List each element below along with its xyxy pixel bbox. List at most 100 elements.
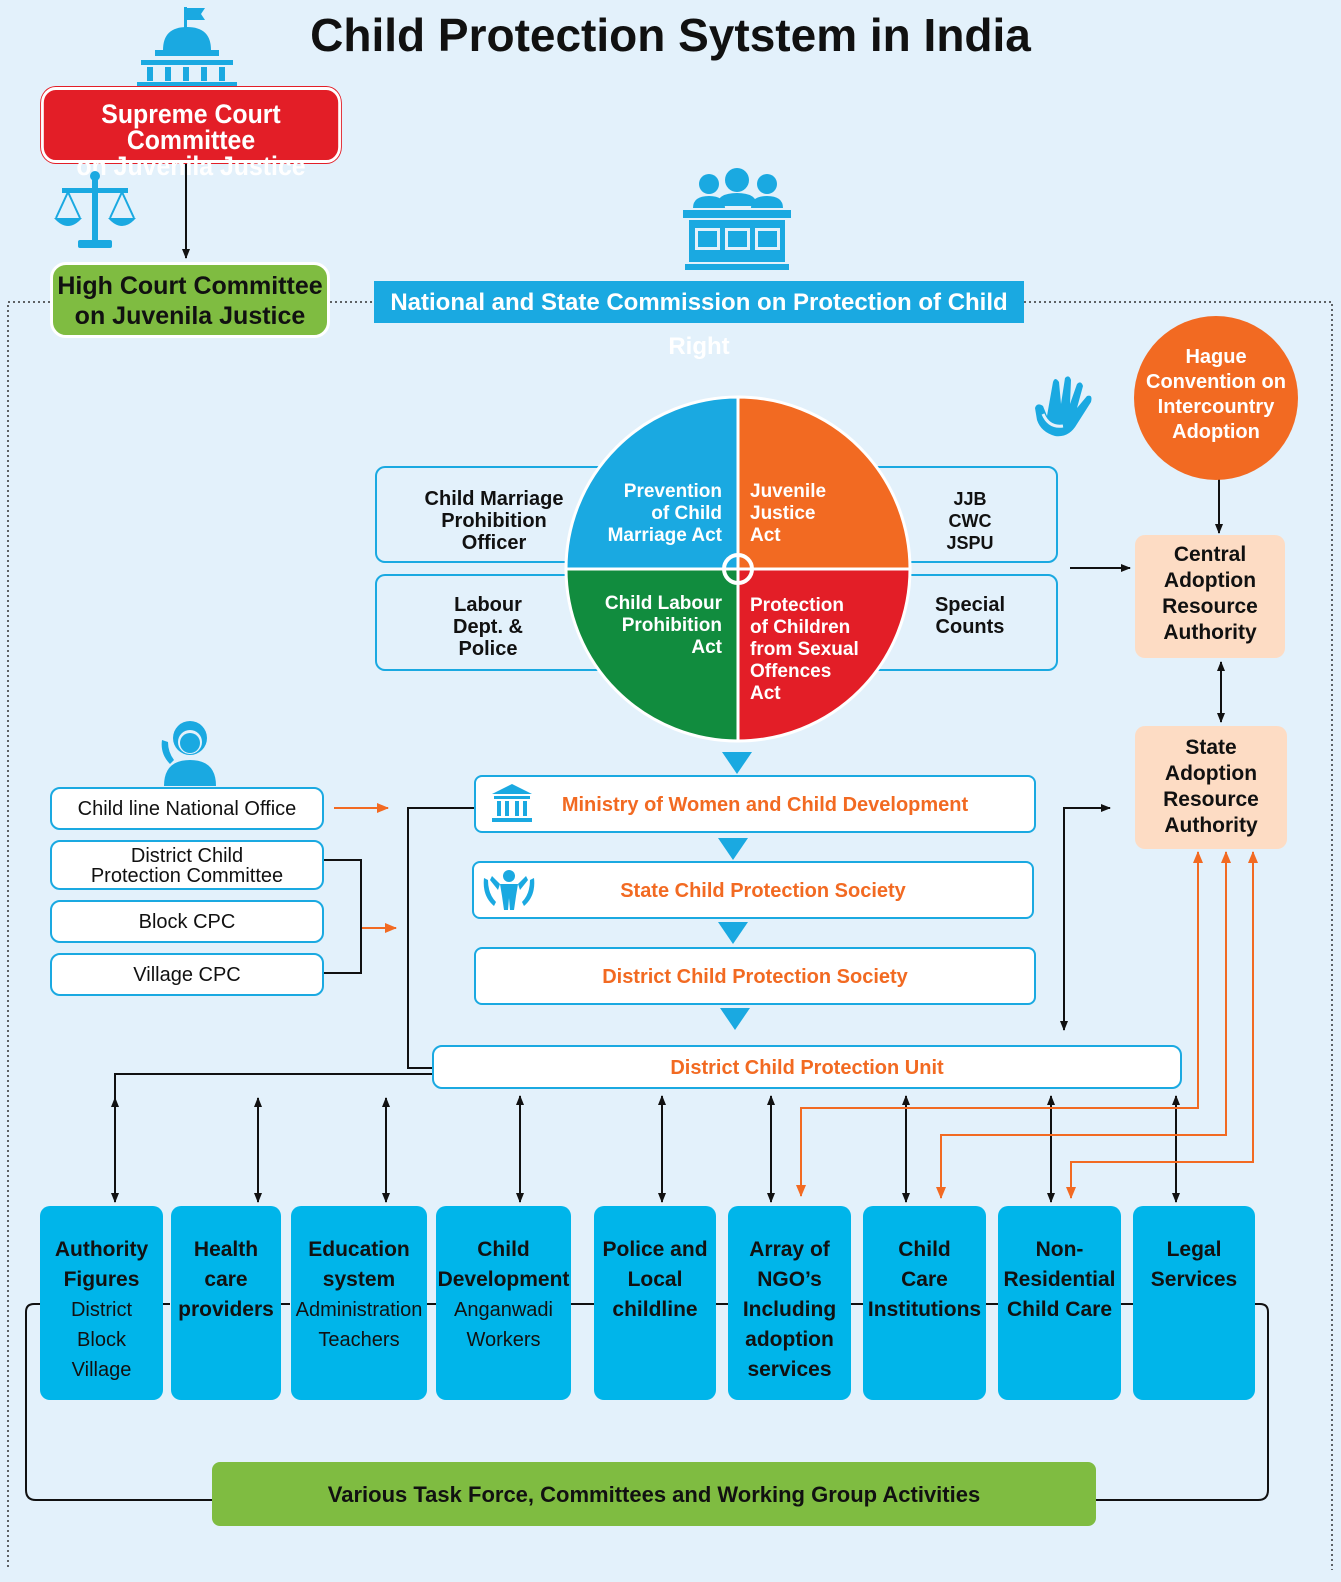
supreme-court-line1: Supreme Court Committee: [101, 99, 281, 155]
stakeholder-title-line: Non-: [1035, 1238, 1084, 1261]
stakeholder-title-line: Figures: [63, 1268, 140, 1291]
state-society-box: State Child Protection Society: [472, 861, 1034, 919]
stakeholder-title-line: Child Care: [1006, 1298, 1113, 1321]
block-cpc-box: Block CPC: [50, 900, 324, 943]
stakeholder-title-line: Child: [477, 1238, 530, 1261]
child-marriage-line3: Officer: [461, 532, 527, 554]
dcpc-line1: District Child: [130, 845, 244, 867]
cwc-line: CWC: [948, 511, 992, 531]
high-court-line1: High Court Committee: [57, 272, 323, 300]
dcpc-line2: Protection Committee: [90, 865, 284, 887]
stakeholder-detail-line: Village: [71, 1359, 132, 1381]
pie-q4-label: Protection of Children from Sexual Offen…: [750, 595, 890, 705]
pie-q4-line5: Act: [750, 683, 781, 704]
page-title: Child Protection Sytstem in India: [310, 9, 1031, 61]
stakeholder-title-line: services: [747, 1358, 832, 1381]
high-court-line2: on Juvenila Justice: [74, 302, 306, 330]
stakeholder-title-line: system: [322, 1268, 396, 1291]
ministry-label: Ministry of Women and Child Development: [561, 794, 969, 816]
stakeholder-title-line: Authority: [54, 1238, 149, 1261]
pie-q1-line1: Prevention: [623, 481, 722, 502]
hague-line4: Adoption: [1172, 421, 1260, 443]
stakeholder-title-line: adoption: [745, 1328, 834, 1351]
pie-q2-label: Juvenile Justice Act: [750, 481, 870, 547]
stakeholder-title-line: NGO’s: [757, 1268, 822, 1291]
pie-q1-blue: [564, 395, 740, 571]
stakeholder-title-line: Health: [193, 1238, 259, 1261]
stakeholder-title-line: Including: [742, 1298, 837, 1321]
pie-q3-line2: Prohibition: [621, 615, 722, 636]
state-adoption-line2: Adoption: [1164, 762, 1258, 785]
stakeholder-title-line: Services: [1150, 1268, 1238, 1291]
childline-national-office-box: Child line National Office: [50, 787, 324, 830]
hague-line3: Intercountry: [1157, 396, 1275, 418]
state-society-label: State Child Protection Society: [620, 880, 906, 902]
pie-q2-line1: Juvenile: [750, 481, 827, 502]
stakeholder-title-line: Array of: [749, 1238, 830, 1261]
pie-q4-line4: Offences: [750, 661, 832, 682]
district-unit-box: District Child Protection Unit: [432, 1045, 1182, 1089]
stakeholder-title-line: Police and: [602, 1238, 708, 1261]
pie-q4-red: [736, 567, 912, 743]
pie-q1-label: Prevention of Child Marriage Act: [580, 481, 722, 547]
district-child-protection-committee-box: District Child Protection Committee: [50, 840, 324, 890]
jspu-line: JSPU: [946, 533, 994, 553]
ministry-building-icon: [492, 784, 532, 822]
pie-q4-line3: from Sexual: [750, 639, 859, 660]
state-adoption-line4: Authority: [1164, 814, 1258, 837]
hague-convention-circle: Hague Convention on Intercountry Adoptio…: [1134, 316, 1298, 480]
central-line3: Resource: [1162, 595, 1258, 618]
child-marriage-line1: Child Marriage: [424, 488, 564, 510]
stakeholder-title-line: Residential: [1003, 1268, 1116, 1291]
pie-q1-line3: Marriage Act: [607, 525, 722, 546]
hague-line2: Convention on: [1146, 371, 1286, 393]
central-adoption-authority-box: Central Adoption Resource Authority: [1135, 535, 1285, 658]
special-line2: Counts: [935, 616, 1005, 638]
protecting-hand-icon: [1035, 376, 1092, 437]
stakeholder-title-line: providers: [178, 1298, 274, 1321]
stakeholder-title-line: care: [204, 1268, 248, 1291]
hague-line1: Hague: [1185, 346, 1247, 368]
pie-q4-line2: of Children: [750, 617, 851, 638]
pie-q1-line2: of Child: [651, 503, 722, 524]
stakeholder-detail-line: Administration: [295, 1299, 423, 1321]
pie-q3-green: [564, 567, 740, 743]
labour-line3: Police: [458, 638, 518, 660]
labour-line2: Dept. &: [453, 616, 523, 638]
stakeholder-title-line: childline: [612, 1298, 698, 1321]
central-line1: Central: [1173, 543, 1247, 566]
stakeholder-detail-line: Anganwadi: [454, 1299, 553, 1321]
government-building-icon: [137, 7, 237, 87]
jjb-line: JJB: [953, 489, 987, 509]
stakeholder-box: Health care providers: [171, 1206, 281, 1400]
central-line2: Adoption: [1163, 569, 1257, 592]
state-adoption-line3: Resource: [1163, 788, 1259, 811]
acts-pie: [564, 395, 912, 743]
stakeholder-detail-line: Teachers: [318, 1329, 400, 1351]
child-marriage-line2: Prohibition: [441, 510, 547, 532]
scales-of-justice-icon: [54, 171, 136, 248]
pie-q3-line1: Child Labour: [604, 593, 722, 614]
state-adoption-line1: State: [1185, 736, 1237, 759]
pie-q2-orange: [736, 395, 912, 571]
pie-q2-line2: Justice: [750, 503, 816, 524]
stakeholder-title-line: Institutions: [867, 1298, 982, 1321]
stakeholder-detail-line: Workers: [466, 1329, 541, 1351]
pie-q3-label: Child Labour Prohibition Act: [580, 593, 722, 659]
stakeholder-title-line: Legal: [1166, 1238, 1222, 1261]
district-society-box: District Child Protection Society: [474, 947, 1036, 1005]
state-adoption-authority-box: State Adoption Resource Authority: [1135, 726, 1287, 849]
call-center-person-icon: [161, 721, 216, 786]
stakeholder-title-line: Education: [308, 1238, 410, 1261]
pie-q2-line3: Act: [750, 525, 781, 546]
stakeholder-detail-line: District: [70, 1299, 133, 1321]
stakeholder-title-line: Development: [437, 1268, 570, 1291]
national-state-commission-bar: National and State Commission on Protect…: [374, 281, 1024, 360]
labour-line1: Labour: [454, 594, 522, 616]
task-force-bar: Various Task Force, Committees and Worki…: [212, 1462, 1096, 1526]
